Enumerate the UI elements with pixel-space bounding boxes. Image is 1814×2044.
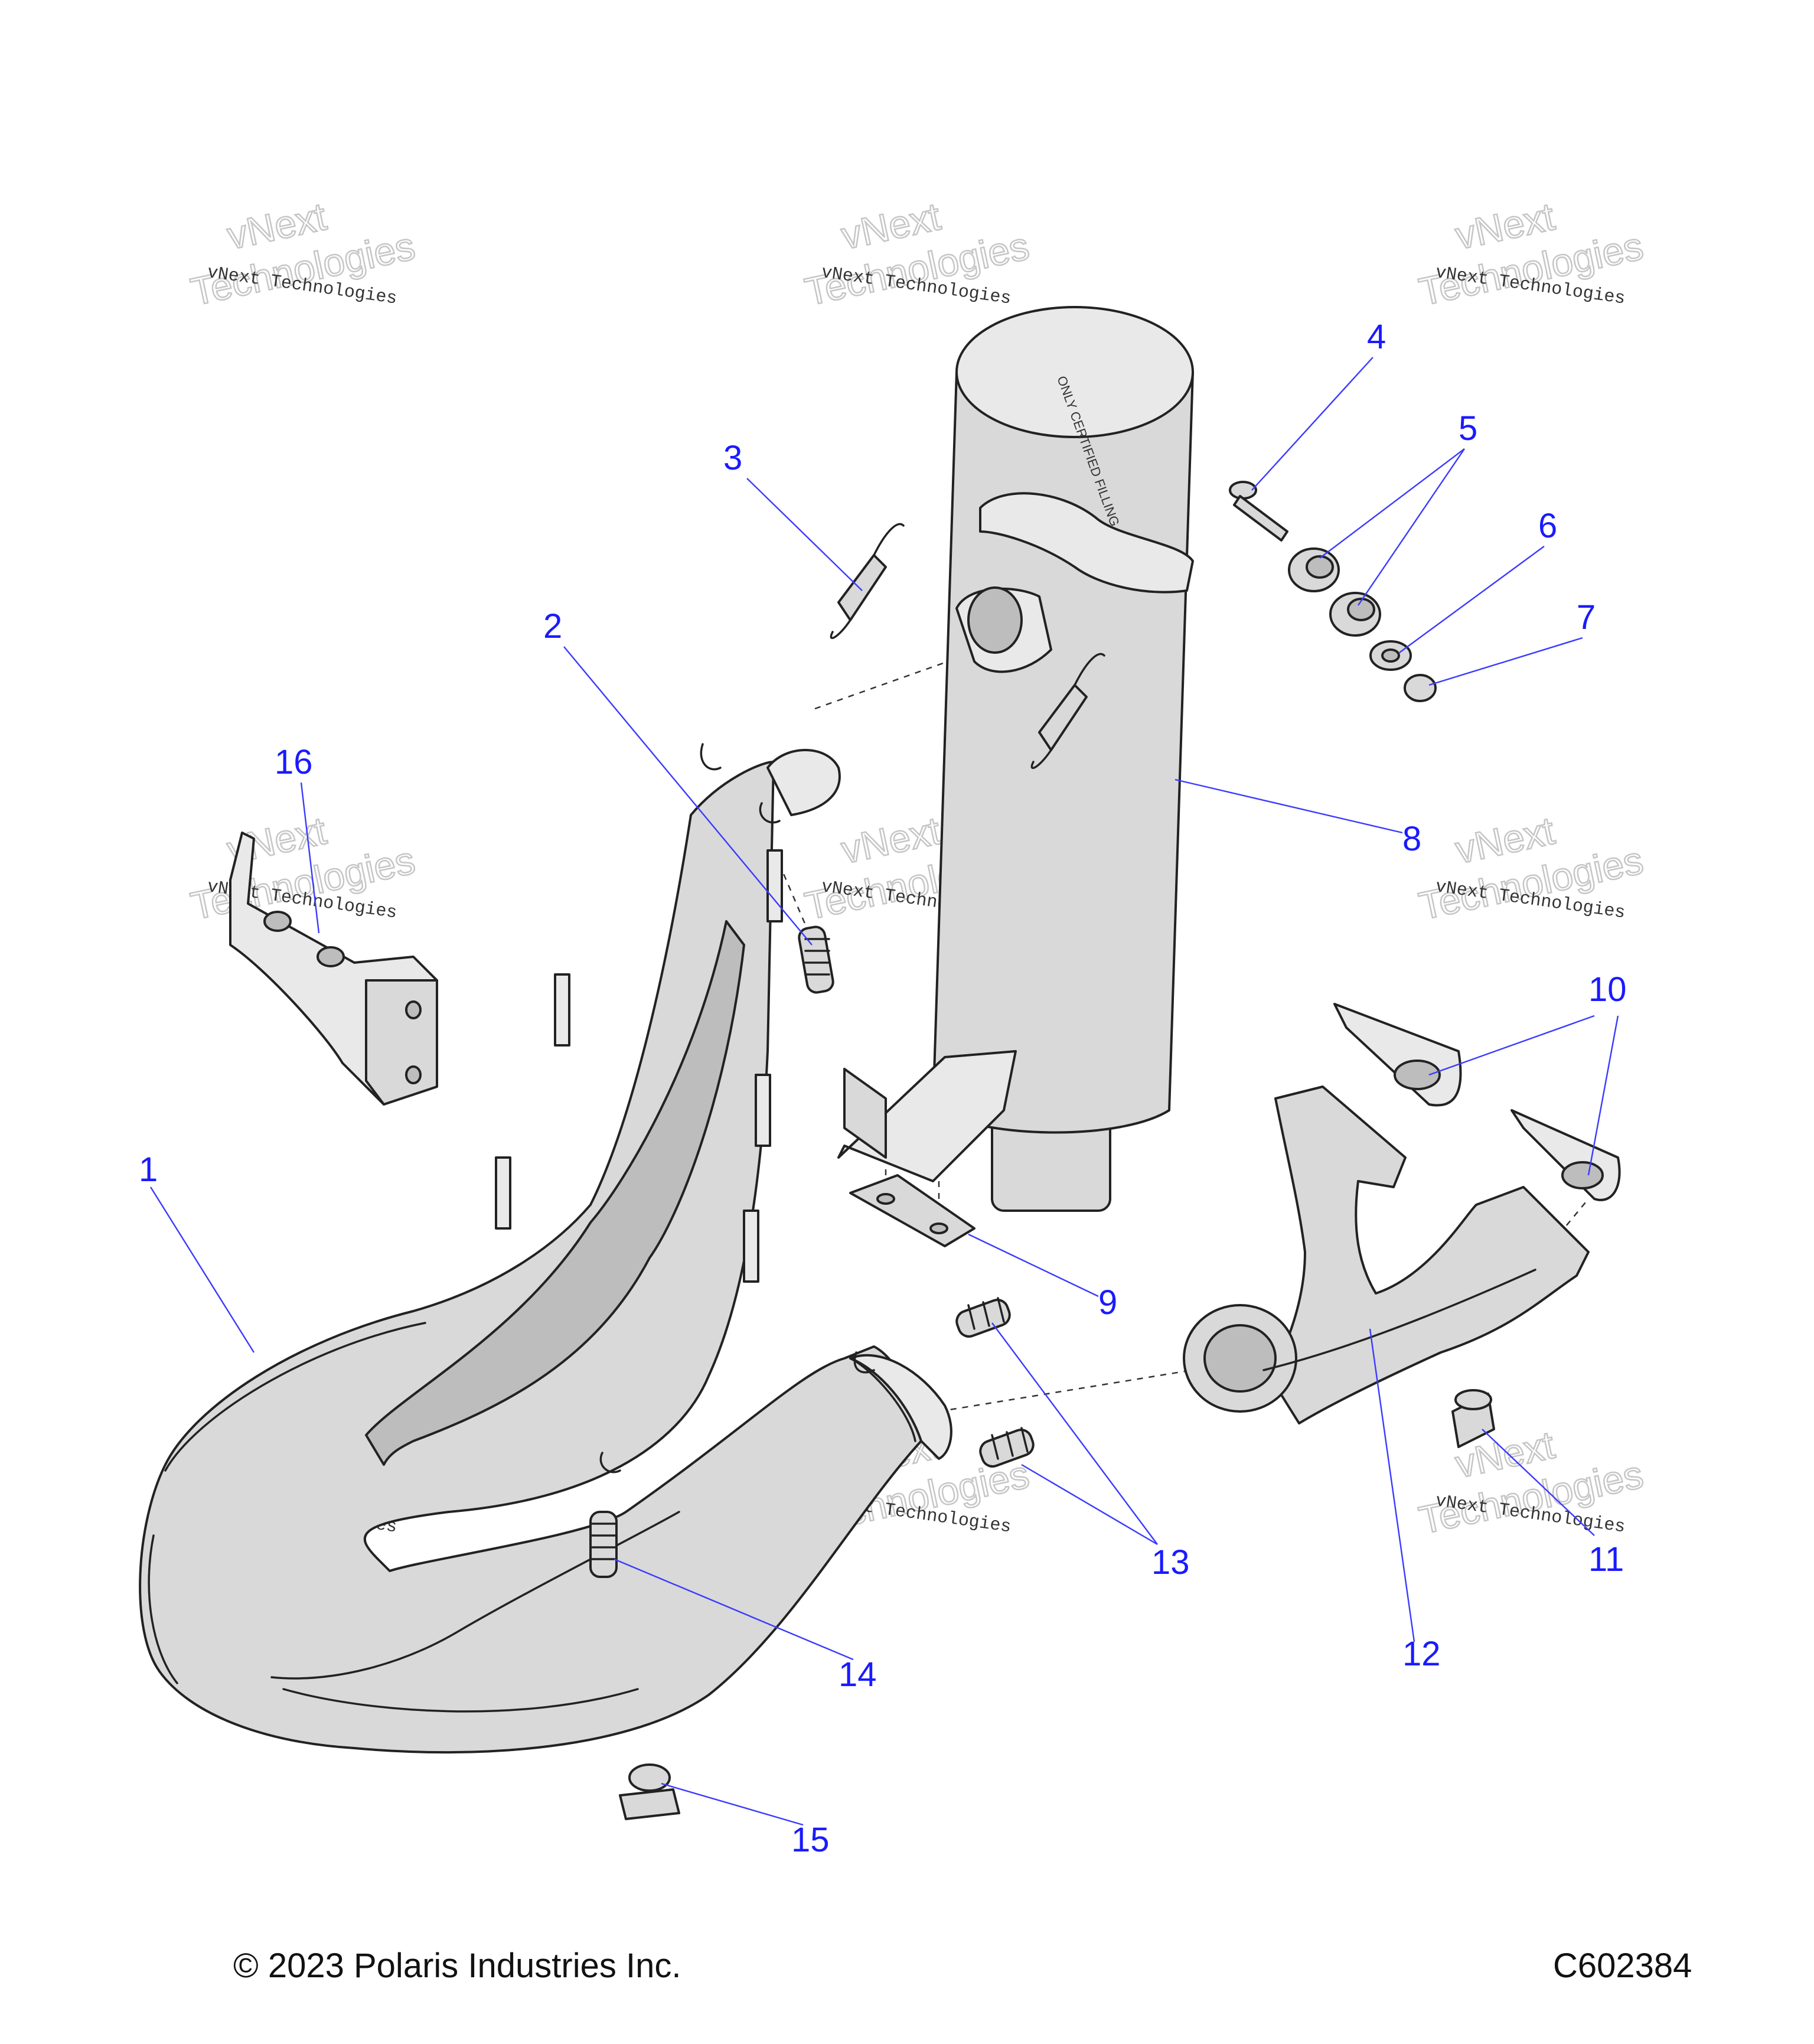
callout-15: 15: [791, 1821, 830, 1859]
watermark: vNext Technologies vNext Technologies: [1414, 808, 1647, 929]
watermark: vNext Technologies vNext Technologies: [186, 808, 419, 929]
spring-2: [798, 925, 834, 994]
bolt-11: [1451, 1389, 1495, 1448]
spring-3: [830, 523, 905, 640]
spring-14: [589, 1511, 618, 1578]
spring-13b: [979, 1427, 1035, 1468]
callout-3: 3: [723, 439, 742, 477]
callout-7: 7: [1577, 598, 1596, 637]
bolt-4: [1229, 481, 1288, 542]
callout-labels: 1 2 3 4 5 6 7 8 9 10 11 12 13 14 15 16: [139, 318, 1627, 1859]
callout-9: 9: [1098, 1283, 1117, 1322]
spring-muffler: [1030, 653, 1105, 770]
grommet-5a: [1288, 547, 1340, 592]
watermark: vNext Technologies vNext Technologies: [186, 194, 419, 315]
gasket-10b: [1510, 1109, 1621, 1201]
mount-plate-9: [849, 1174, 975, 1247]
callout-14: 14: [839, 1655, 877, 1694]
grommet-5b: [1329, 592, 1381, 637]
callout-1: 1: [139, 1150, 158, 1189]
gasket-10a: [1333, 1003, 1462, 1107]
callout-5: 5: [1459, 409, 1477, 448]
bracket-16: [229, 832, 438, 1106]
callout-8: 8: [1402, 820, 1421, 858]
watermark: vNext Technologies vNext Technologies: [800, 194, 1033, 315]
callout-16: 16: [275, 743, 313, 781]
exhaust-pipe: [139, 743, 952, 1754]
watermark: vNext Technologies vNext Technologies: [1414, 1422, 1647, 1543]
callout-13: 13: [1151, 1543, 1190, 1582]
diagram-code: C602384: [1553, 1947, 1692, 1985]
plug-15: [619, 1763, 680, 1820]
callout-6: 6: [1538, 507, 1557, 545]
nut-7: [1404, 674, 1437, 702]
muffler: ONLY CERTIFIED FILLING AREA: [837, 306, 1194, 1212]
watermark: vNext Technologies vNext Technologies: [1414, 194, 1647, 315]
leader-lines: [149, 357, 1619, 1826]
callout-2: 2: [543, 607, 562, 646]
copyright-text: © 2023 Polaris Industries Inc.: [233, 1947, 681, 1985]
callout-4: 4: [1367, 318, 1386, 356]
manifold-12: [1183, 1085, 1590, 1424]
callout-10: 10: [1588, 970, 1627, 1009]
washer-6: [1369, 640, 1412, 671]
callout-11: 11: [1588, 1540, 1624, 1579]
spring-13a: [955, 1297, 1011, 1338]
callout-12: 12: [1402, 1635, 1441, 1673]
